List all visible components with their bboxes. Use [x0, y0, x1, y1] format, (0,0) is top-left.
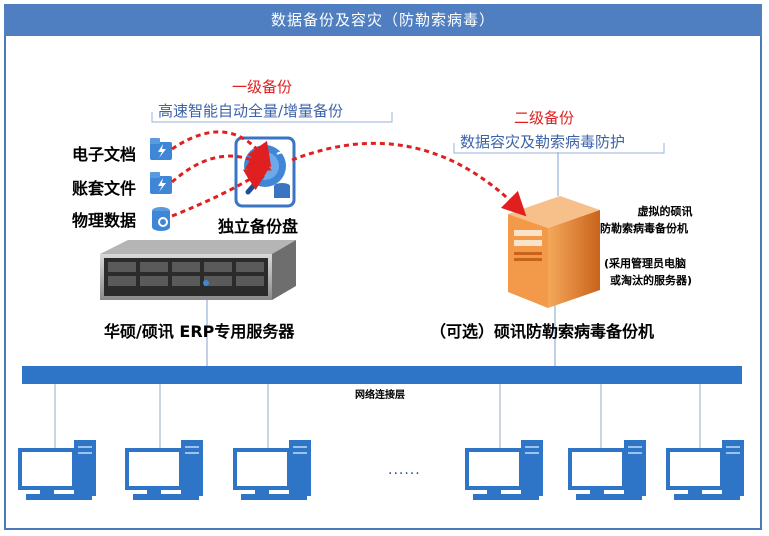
- client-workstation: [125, 440, 203, 500]
- backup-note-line3: (采用管理员电脑: [604, 257, 687, 270]
- rack-server-image: [100, 240, 296, 300]
- client-workstation: [465, 440, 543, 500]
- level2-subtitle: 数据容灾及勒索病毒防护: [460, 133, 626, 151]
- source-electronic-documents: 电子文档: [72, 145, 137, 164]
- backup-arrow-documents: [171, 130, 272, 168]
- erp-server-label: 华硕/硕讯 ERP专用服务器: [104, 322, 295, 341]
- page-title: 数据备份及容灾（防勒索病毒）: [4, 4, 762, 36]
- client-workstation: [568, 440, 646, 500]
- client-workstation: [233, 440, 311, 500]
- level1-bracket: [151, 112, 393, 123]
- network-drops: [54, 384, 701, 448]
- level2-title: 二级备份: [514, 109, 575, 127]
- folder-icon-ledger: [150, 172, 172, 194]
- backup-disk-label: 独立备份盘: [218, 217, 299, 236]
- client-workstation: [18, 440, 96, 500]
- backup-note-line2: 防勒索病毒备份机: [600, 222, 688, 235]
- network-layer-label: 网络连接层: [355, 390, 405, 401]
- backup-tower-image: [508, 196, 600, 308]
- backup-arrow-ledger: [171, 148, 272, 184]
- folder-icon-document: [150, 138, 172, 160]
- backup-arrow-physical: [171, 167, 270, 218]
- level1-title: 一级备份: [232, 78, 293, 96]
- network-bar: [22, 366, 742, 384]
- level1-subtitle: 高速智能自动全量/增量备份: [158, 102, 344, 120]
- source-physical-data: 物理数据: [72, 211, 137, 230]
- client-workstation: [666, 440, 744, 500]
- level2-bracket: [453, 143, 665, 154]
- source-ledger-files: 账套文件: [72, 179, 137, 198]
- backup-note-line4: 或淘汰的服务器): [610, 274, 693, 287]
- backup-machine-label: （可选）硕讯防勒索病毒备份机: [430, 322, 655, 341]
- database-icon: [152, 207, 170, 231]
- more-clients-ellipsis: ......: [388, 462, 421, 478]
- backup-disk-icon: [234, 136, 296, 208]
- backup-note-line1: 虚拟的硕讯: [637, 205, 693, 218]
